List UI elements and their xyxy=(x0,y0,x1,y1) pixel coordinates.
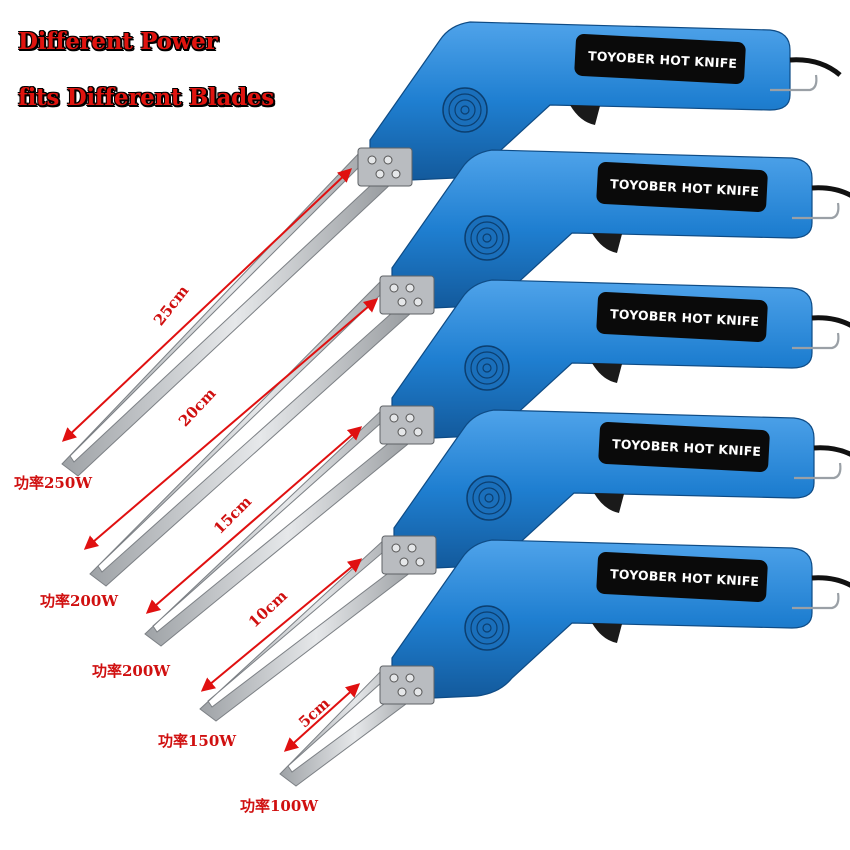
screw-icon xyxy=(367,155,377,165)
screw-icon xyxy=(383,155,393,165)
power-rating-label: 功率200W xyxy=(40,592,119,610)
screw-icon xyxy=(405,413,415,423)
hanging-hook-icon xyxy=(792,332,840,350)
fan-ring xyxy=(454,99,476,121)
fan-ring xyxy=(476,357,498,379)
fan-ring xyxy=(482,233,492,243)
headline-line-2: fits Different Blades xyxy=(18,84,274,111)
blade-clamp xyxy=(381,535,437,575)
hanging-hook-icon xyxy=(792,592,840,610)
length-arrow xyxy=(200,558,363,692)
power-cable xyxy=(789,57,842,77)
screw-icon xyxy=(391,543,401,553)
screw-icon xyxy=(397,427,407,437)
fan-ring xyxy=(478,487,500,509)
fan-ring xyxy=(482,623,492,633)
power-cable xyxy=(811,575,850,588)
screw-icon xyxy=(407,543,417,553)
screw-icon xyxy=(415,557,425,567)
hanging-hook-icon xyxy=(792,202,840,220)
fan-grille-icon xyxy=(464,345,510,391)
trigger-button xyxy=(594,493,624,513)
screw-icon xyxy=(397,687,407,697)
fan-ring xyxy=(482,363,492,373)
trigger-button xyxy=(592,623,622,643)
fan-ring xyxy=(484,493,494,503)
hot-knife-5: TOYOBER HOT KNIFE xyxy=(279,539,850,787)
power-cable xyxy=(813,445,850,457)
trigger-button xyxy=(570,105,600,125)
fan-ring xyxy=(470,221,504,255)
fan-ring xyxy=(476,227,498,249)
hot-knife-3: TOYOBER HOT KNIFE xyxy=(144,279,850,647)
blade xyxy=(89,275,431,587)
fan-grille-icon xyxy=(464,215,510,261)
blade-clamp xyxy=(357,147,413,187)
blade-clamp xyxy=(379,665,435,705)
headline-line-1: Different Power xyxy=(18,28,218,55)
trigger-button xyxy=(592,363,622,383)
length-arrow xyxy=(283,683,361,752)
screw-icon xyxy=(405,283,415,293)
fan-ring xyxy=(448,93,482,127)
hot-knife-4: TOYOBER HOT KNIFE xyxy=(199,409,850,722)
blade-clamp xyxy=(379,275,435,315)
brand-plate xyxy=(596,551,768,603)
power-rating-label: 功率100W xyxy=(240,797,319,815)
screw-icon xyxy=(413,427,423,437)
brand-plate xyxy=(596,291,768,343)
screw-icon xyxy=(405,673,415,683)
power-cable xyxy=(811,315,850,328)
power-rating-label: 功率250W xyxy=(14,474,93,492)
screw-icon xyxy=(375,169,385,179)
screw-icon xyxy=(389,283,399,293)
fan-ring xyxy=(460,105,470,115)
hanging-hook-icon xyxy=(794,462,842,480)
trigger-button xyxy=(592,233,622,253)
screw-icon xyxy=(399,557,409,567)
blade-clamp xyxy=(379,405,435,445)
brand-plate xyxy=(596,161,768,213)
fan-ring xyxy=(470,351,504,385)
screw-icon xyxy=(391,169,401,179)
brand-plate xyxy=(598,421,770,473)
brand-plate xyxy=(574,33,746,85)
power-rating-label: 功率150W xyxy=(158,732,237,750)
power-rating-label: 功率200W xyxy=(92,662,171,680)
length-arrow xyxy=(145,426,363,614)
fan-ring xyxy=(470,611,504,645)
length-arrow xyxy=(83,298,379,550)
screw-icon xyxy=(389,413,399,423)
power-cable xyxy=(811,185,850,198)
fan-ring xyxy=(476,617,498,639)
screw-icon xyxy=(413,687,423,697)
screw-icon xyxy=(397,297,407,307)
screw-icon xyxy=(389,673,399,683)
fan-ring xyxy=(472,481,506,515)
hanging-hook-icon xyxy=(770,74,818,92)
screw-icon xyxy=(413,297,423,307)
